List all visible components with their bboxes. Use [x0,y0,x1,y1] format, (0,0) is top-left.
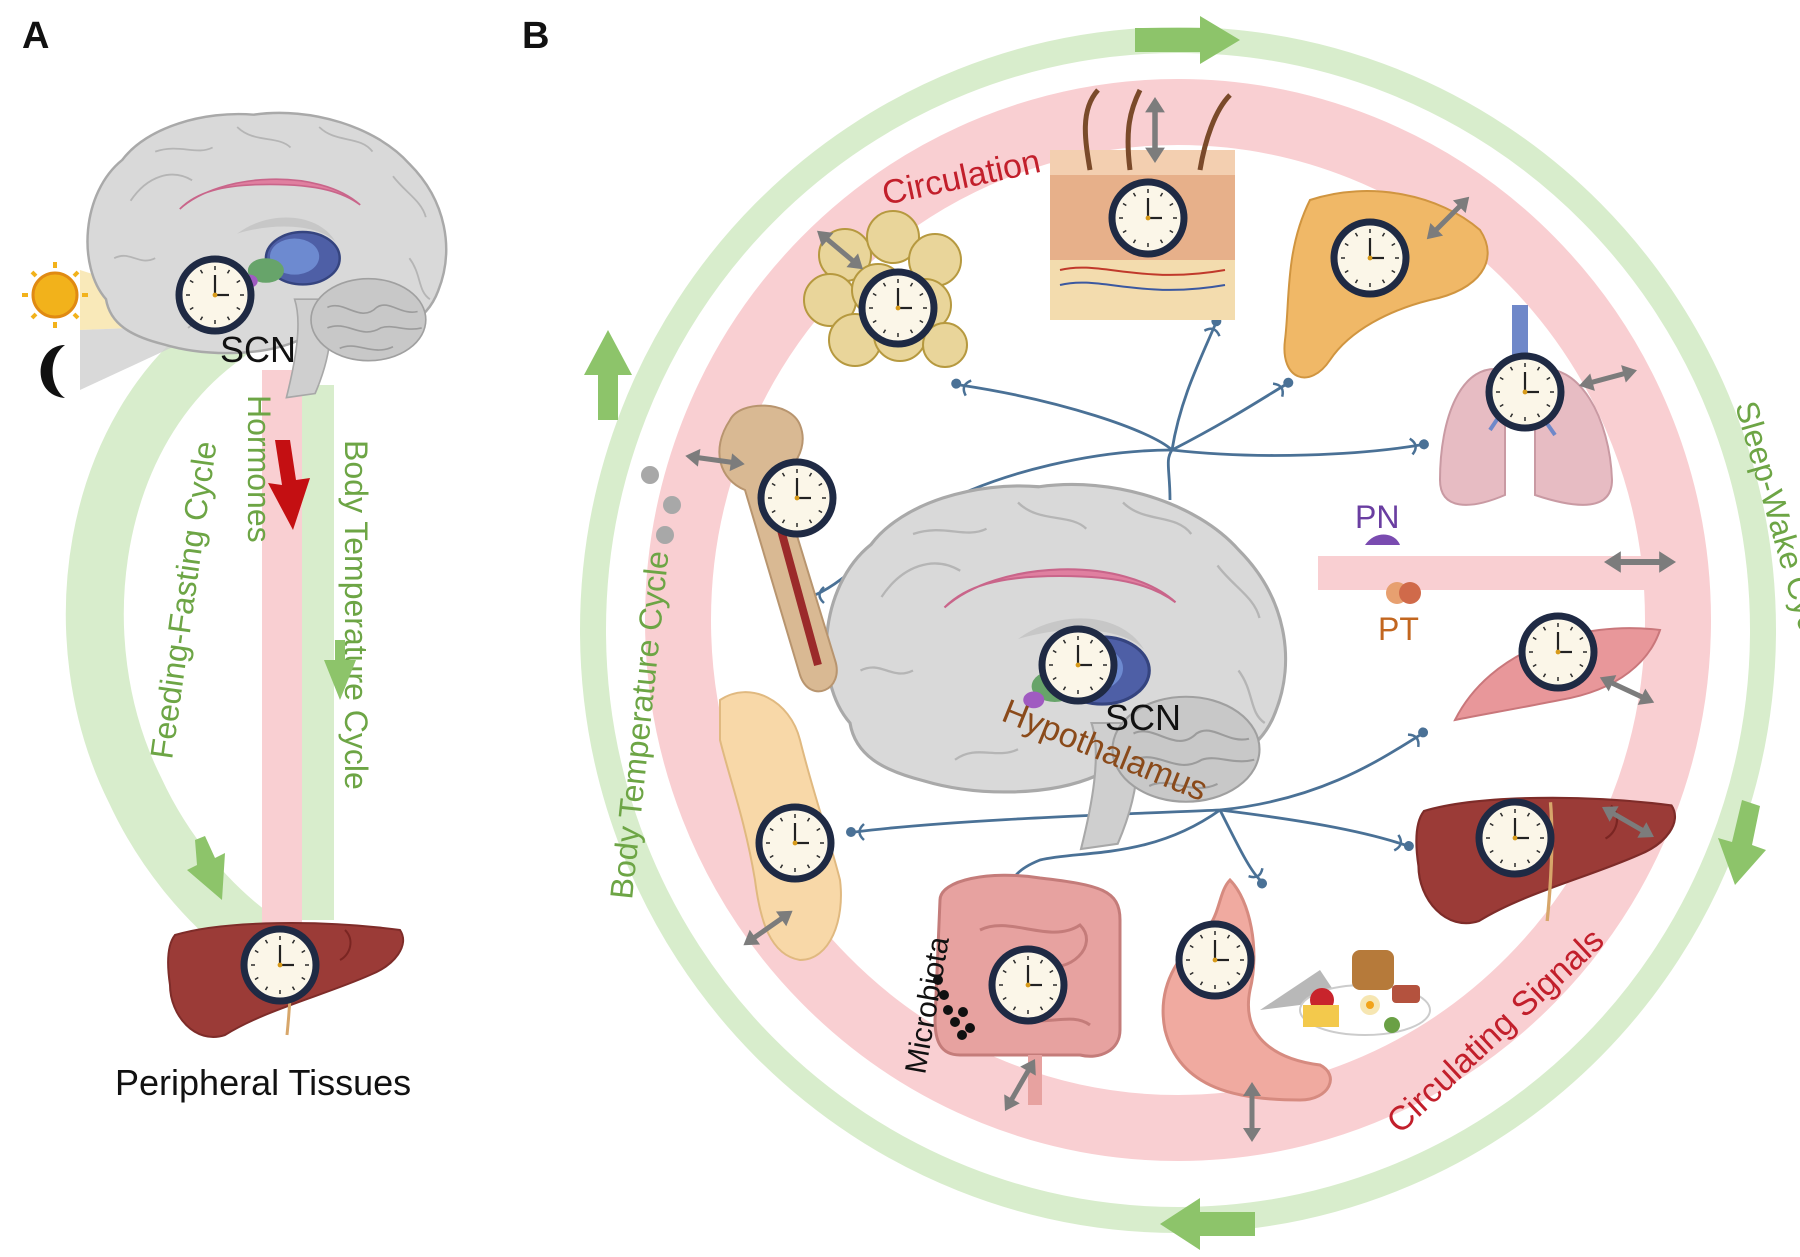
feeding-fasting-cycle-label: Feeding-Fasting Cycle [143,439,223,761]
moon-icon [40,345,65,398]
hormones-arrow [268,440,310,530]
feeding-fasting-band [65,306,334,964]
nerve-terminal [1406,721,1434,749]
clock-icon [179,259,251,331]
hormones-label: Hormones [241,395,277,543]
bone-cell-icon [641,466,681,544]
temperature-cycle-arrow-a [324,640,356,700]
clock-icon [759,807,831,879]
clock-icon [1489,356,1561,428]
microbiota-icon [933,975,975,1040]
scn-label-b: SCN [1105,697,1181,738]
clock-icon [1479,802,1551,874]
nerve-terminal [1392,833,1418,857]
feeding-cycle-arrow [187,836,225,900]
pineal-icon [1365,534,1400,545]
clock-icon [244,929,316,1001]
pn-label: PN [1355,499,1399,535]
clock-icon [1042,629,1114,701]
clock-icon [761,462,833,534]
panel-label-b: B [522,15,549,57]
body-temperature-cycle-label-a: Body Temperature Cycle [338,440,374,790]
clock-icon [862,272,934,344]
clock-icon [1112,182,1184,254]
sun-icon [22,262,88,328]
clock-icon [992,949,1064,1021]
panel-a: A SCN Hormones Body Tem [22,15,448,1103]
bone-icon [718,404,838,693]
pituitary-icon [1386,582,1421,604]
panel-label-a: A [22,15,49,57]
pt-label: PT [1378,611,1419,647]
clock-icon [1334,222,1406,294]
nerve-terminal [1271,372,1299,398]
food-icon [1299,950,1431,1036]
scn-label-a: SCN [220,329,296,370]
cycle-arrow-top [1135,16,1240,64]
panel-b: B Body Temperature Cycle Sleep-Wake Cycl… [522,15,1800,1250]
skin-icon [1050,88,1235,320]
cycle-arrow-right [1718,800,1766,885]
circulation-ring [645,79,1711,1161]
clock-icon [1179,924,1251,996]
clock-icon [1522,616,1594,688]
cycle-arrow-bottom [1160,1198,1255,1250]
peripheral-tissues-label: Peripheral Tissues [115,1062,411,1103]
cycle-arrow-left [584,330,632,420]
